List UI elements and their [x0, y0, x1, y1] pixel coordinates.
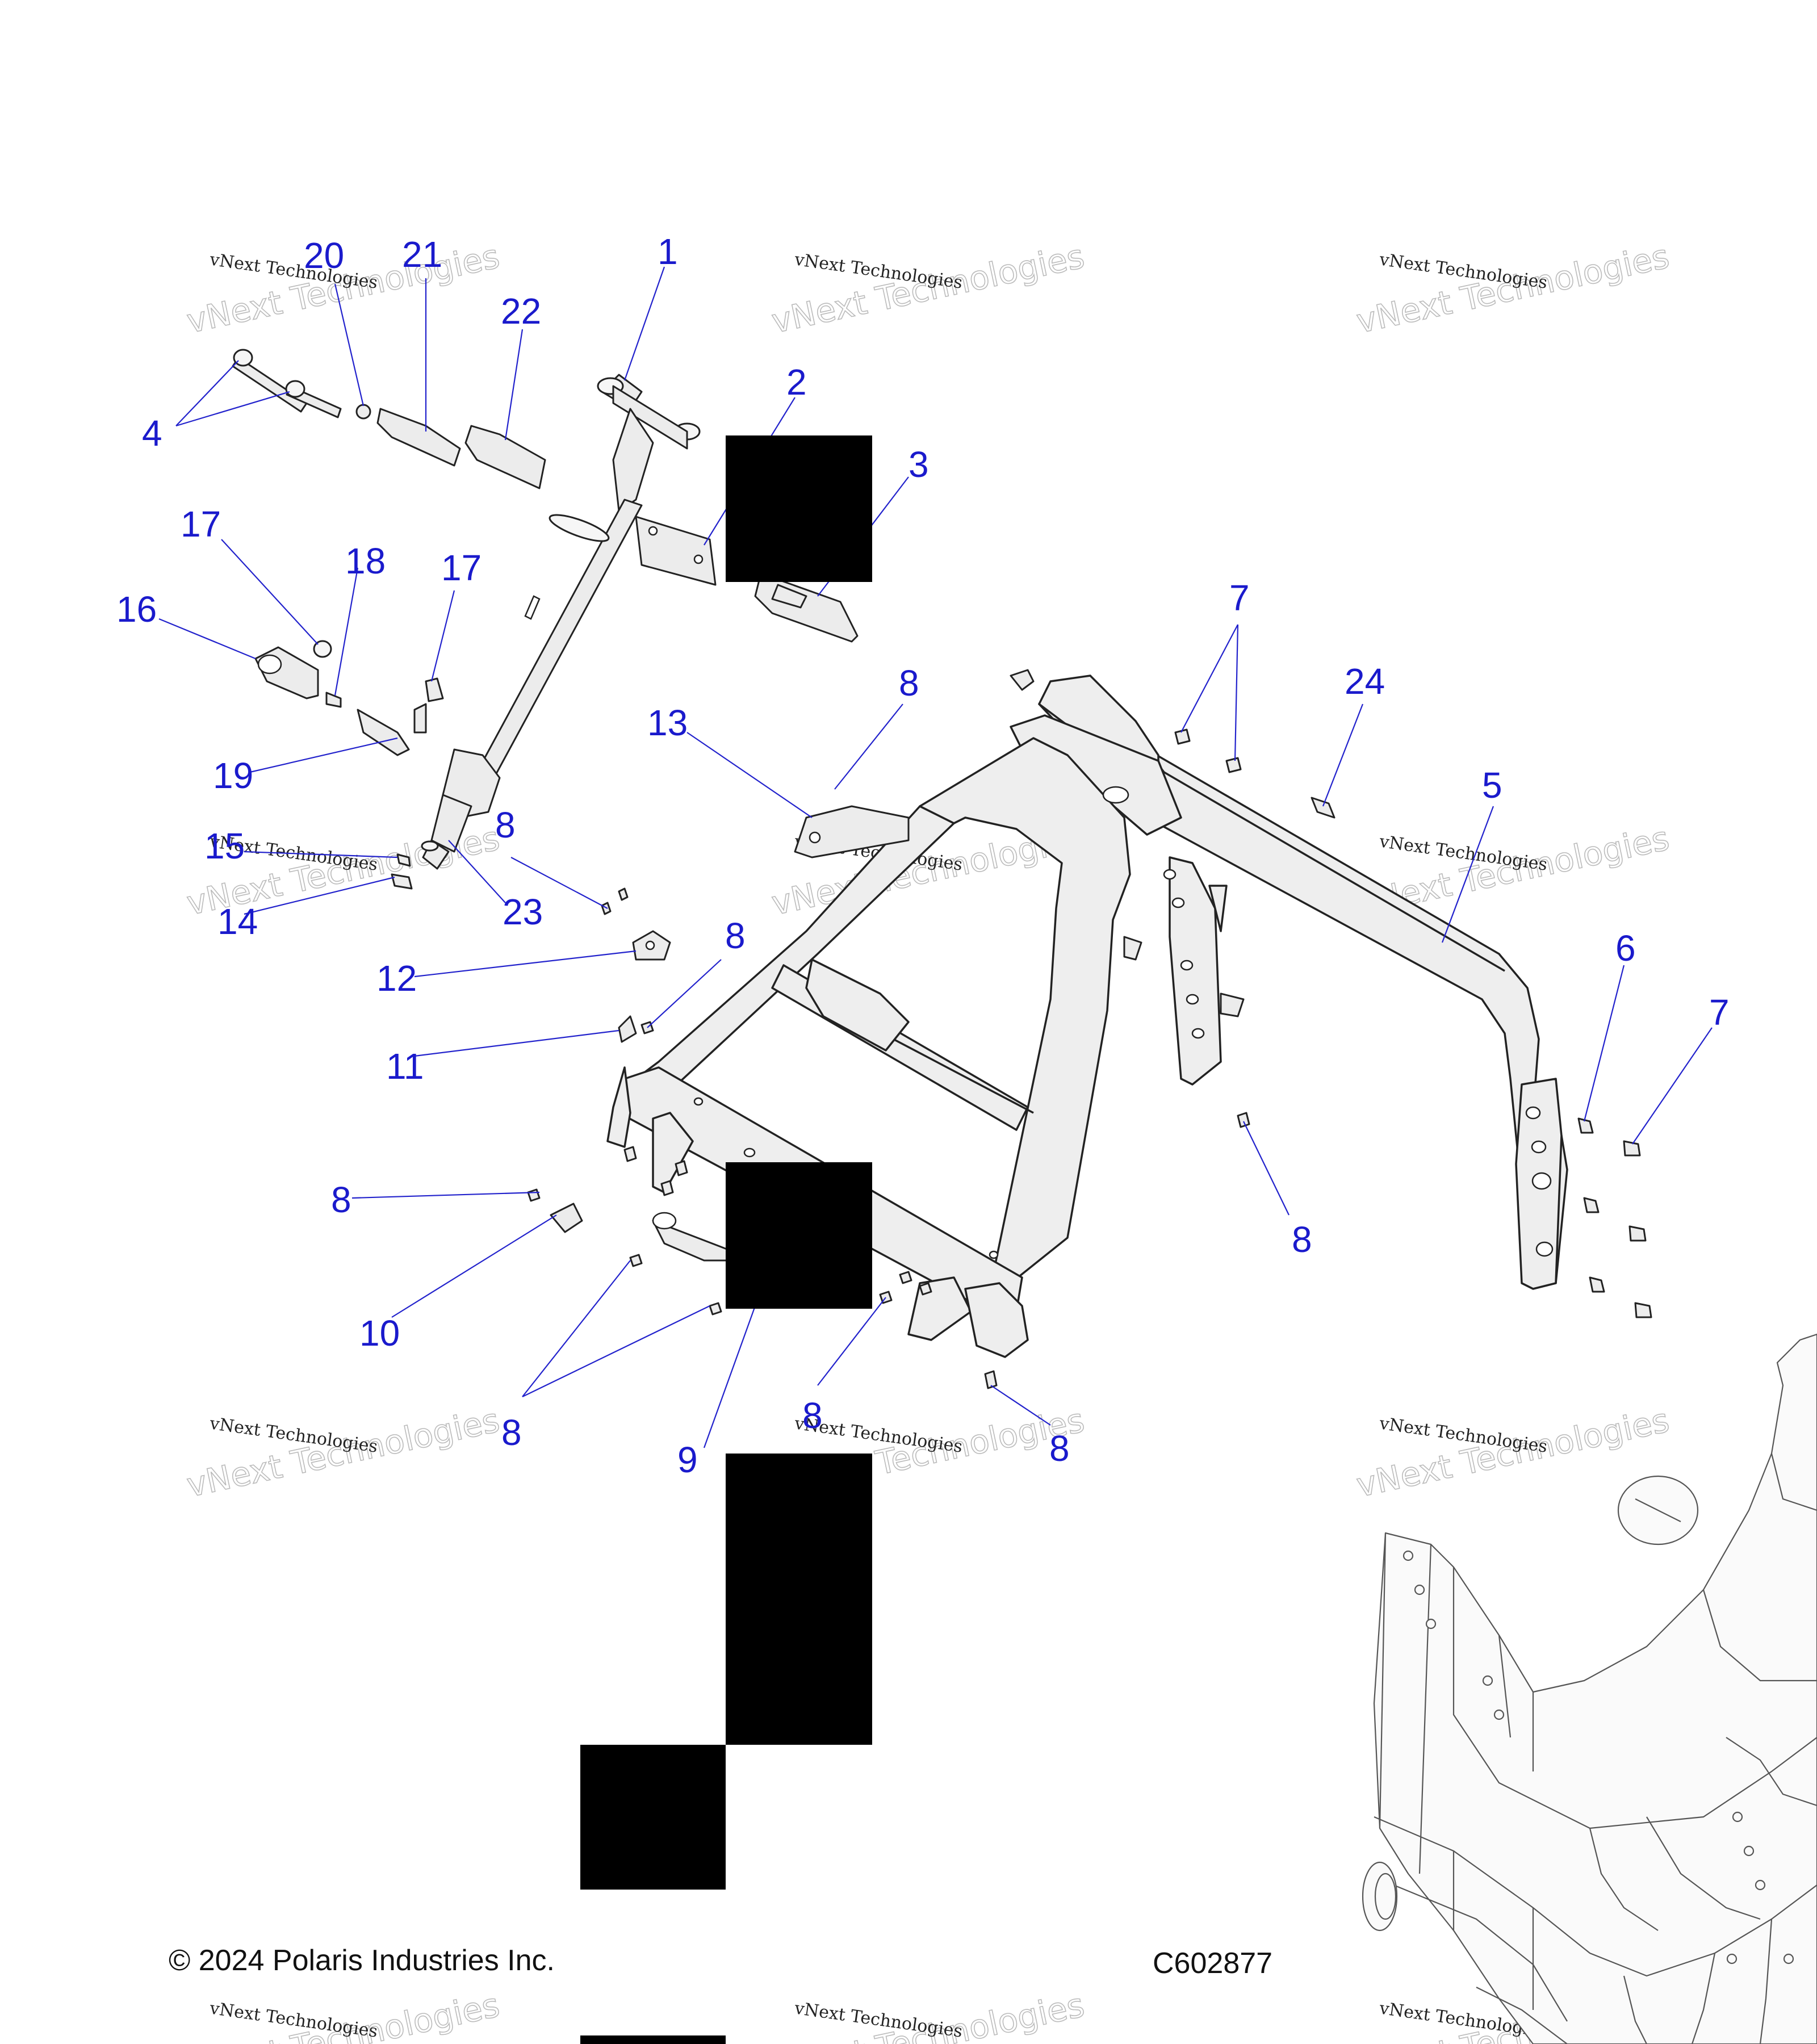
callout-6: 6: [1615, 928, 1636, 969]
callout-9: 9: [677, 1439, 698, 1480]
mount-bracket: [754, 572, 859, 643]
leader-lines: [158, 266, 1713, 1448]
callout-8e: 8: [501, 1412, 522, 1453]
watermark: vNext Technologies vNext Technologies: [1353, 1400, 1673, 1505]
steering-column: [421, 374, 701, 870]
fasteners: [527, 728, 1652, 1389]
callout-8b: 8: [495, 805, 516, 845]
callout-7b: 7: [1709, 992, 1730, 1033]
callout-8g: 8: [1049, 1428, 1070, 1469]
main-frame-assembly: [606, 669, 1568, 1358]
watermark: vNext Technologies vNext Technologies: [768, 1985, 1088, 2044]
callout-4: 4: [142, 413, 162, 454]
callout-13: 13: [647, 702, 688, 743]
callout-10: 10: [359, 1313, 400, 1354]
callout-14: 14: [217, 901, 258, 942]
callout-21: 21: [402, 234, 442, 275]
callout-3: 3: [909, 444, 929, 485]
callout-22: 22: [501, 291, 541, 332]
callout-16: 16: [116, 589, 157, 630]
drawing-code: C602877: [1153, 1947, 1272, 1980]
callout-8c: 8: [725, 915, 746, 956]
callout-24: 24: [1345, 661, 1385, 702]
callout-11: 11: [386, 1046, 424, 1087]
redaction-block: [726, 1454, 872, 1745]
vehicle-frame-ghost: [1362, 1333, 1817, 2044]
callout-18: 18: [345, 541, 386, 581]
callout-20: 20: [304, 235, 344, 276]
redaction-block: [726, 435, 872, 582]
callout-8f: 8: [802, 1395, 823, 1436]
tie-rod-parts: [254, 640, 444, 890]
redaction-block: [580, 2035, 726, 2044]
brackets: [550, 805, 910, 1262]
callout-5: 5: [1482, 765, 1502, 806]
redaction-blocks: [580, 435, 872, 2044]
callout-17a: 17: [181, 504, 221, 544]
callout-23: 23: [503, 891, 543, 932]
redaction-block: [726, 1162, 872, 1309]
callout-1: 1: [658, 231, 678, 272]
redaction-block: [580, 1745, 726, 1890]
callout-17b: 17: [441, 547, 482, 588]
copyright-text: © 2024 Polaris Industries Inc.: [169, 1944, 555, 1977]
callout-8d: 8: [331, 1179, 351, 1220]
callout-8a: 8: [899, 663, 919, 703]
watermark: vNext Technologies vNext Technologies: [1353, 236, 1673, 341]
callout-8h: 8: [1292, 1219, 1312, 1260]
mount-plate: [635, 516, 717, 586]
callout-12: 12: [376, 958, 417, 999]
callout-19: 19: [213, 755, 253, 796]
callout-7a: 7: [1229, 577, 1250, 618]
watermark: vNext Technologies vNext Technologies: [183, 1400, 503, 1505]
callout-15: 15: [204, 826, 245, 866]
hardware-upper-left: [232, 349, 546, 489]
watermark: vNext Technologies vNext Technologies: [768, 236, 1088, 341]
callouts: 1 2 3 4 5 6 7 7 8 8 8 8 8 8 8 8 9 10 11 …: [116, 231, 1730, 1480]
callout-2: 2: [786, 362, 807, 403]
watermark: vNext Technologies vNext Technologies: [183, 1985, 503, 2044]
